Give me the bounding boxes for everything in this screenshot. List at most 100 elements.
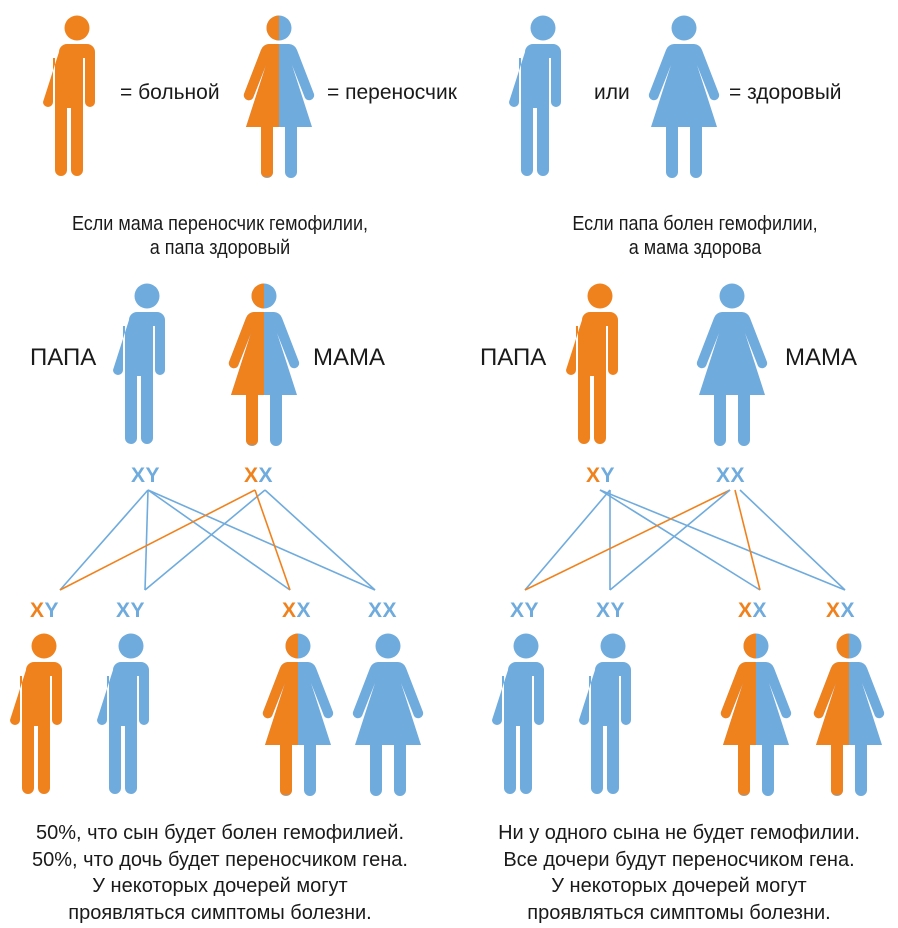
allele-y-healthy: Y: [524, 599, 540, 622]
figure-head: [64, 15, 90, 41]
line-right-mother-x-to-daughter2: [739, 489, 846, 591]
figure-head: [530, 15, 556, 41]
line-left-father-x-to-daughter1: [147, 489, 291, 591]
right-father-genotype: XY: [586, 465, 615, 486]
right-summary-line-3: У некоторых дочерей могут: [551, 875, 807, 898]
right-child-1-genotype: XY: [510, 600, 539, 621]
allele-x-sick: X: [244, 464, 259, 487]
right-child-1-figure: [492, 633, 544, 794]
line-right-father-xsick-to-daughter1: [599, 489, 761, 591]
right-caption-line-2: а мама здорова: [628, 237, 762, 259]
allele-x-healthy: X: [730, 464, 746, 487]
line-left-father-x-to-daughter2: [147, 489, 376, 591]
left-child-4-genotype: XX: [368, 600, 397, 621]
right-child-4-figure: [813, 633, 885, 796]
right-summary-line-4: проявляться симптомы болезни.: [527, 901, 831, 924]
left-mother-figure: [228, 283, 300, 446]
left-father-genotype: XY: [131, 465, 160, 486]
allele-x-healthy: X: [116, 599, 131, 622]
allele-x-healthy: X: [131, 464, 146, 487]
right-caption-line-1: Если папа болен гемофилии,: [572, 213, 818, 235]
legend-or-label: или: [594, 81, 630, 104]
figure-head: [251, 283, 264, 309]
figure-body: [696, 312, 768, 446]
line-right-father-xsick-to-daughter2: [599, 489, 846, 591]
figure-head: [719, 283, 745, 309]
figure-body: [492, 662, 544, 794]
right-summary: Ни у одного сына не будет гемофилии. Все…: [460, 820, 898, 926]
left-summary-line-1: 50%, что сын будет болен гемофилией.: [35, 822, 405, 844]
left-summary-line-4: проявляться симптомы болезни.: [68, 901, 372, 924]
left-father-figure: [113, 283, 165, 444]
allele-x-healthy: X: [596, 599, 611, 622]
allele-x-sick: X: [282, 599, 297, 622]
figure-head: [375, 633, 401, 659]
right-child-3-genotype: XX: [738, 600, 767, 621]
left-mother-label: МАМА: [313, 344, 385, 371]
figure-head: [587, 283, 613, 309]
left-child-4-figure: [352, 633, 424, 796]
figure-body: [352, 662, 424, 796]
right-summary-line-1: Ни у одного сына не будет гемофилии.: [498, 822, 860, 844]
figure-head: [743, 633, 756, 659]
figure-body: [228, 312, 264, 445]
figure-body: [10, 662, 62, 794]
right-summary-line-2: Все дочери будут переносчиком гена.: [503, 848, 855, 871]
right-mother-label: МАМА: [785, 344, 857, 371]
legend-male-healthy-icon: [509, 15, 561, 176]
allele-x-healthy: X: [752, 599, 768, 622]
figure-body: [648, 44, 720, 178]
figure-body: [579, 662, 631, 794]
line-left-mother-x-to-son2: [144, 489, 266, 591]
right-mother-figure: [696, 283, 768, 446]
figure-head: [266, 15, 279, 41]
legend-male-sick-icon: [43, 15, 95, 176]
line-left-father-y-to-son2: [144, 489, 149, 591]
left-father-label: ПАПА: [30, 344, 97, 371]
legend-carrier-label: = переносчик: [327, 81, 457, 104]
left-caption-line-1: Если мама переносчик гемофилии,: [71, 213, 369, 235]
figure-head: [134, 283, 160, 309]
allele-x-sick: X: [826, 599, 841, 622]
figure-body: [720, 662, 756, 795]
legend-female-healthy-icon: [648, 15, 720, 178]
left-child-1-figure: [10, 633, 62, 794]
legend-female-carrier-icon: [243, 15, 315, 178]
figure-body: [97, 662, 149, 794]
figure-body: [566, 312, 618, 444]
right-father-label: ПАПА: [480, 344, 547, 371]
figure-head: [513, 633, 539, 659]
line-right-mother-x-to-son2: [609, 489, 731, 591]
figure-head: [285, 633, 298, 659]
line-right-mother-x-to-daughter1: [734, 489, 761, 591]
allele-x-healthy: X: [716, 464, 731, 487]
left-caption-line-2: а папа здоровый: [149, 237, 291, 259]
left-summary: 50%, что сын будет болен гемофилией. 50%…: [0, 820, 440, 926]
figure-head: [118, 633, 144, 659]
figure-head: [836, 633, 849, 659]
allele-x-sick: X: [738, 599, 753, 622]
right-child-2-figure: [579, 633, 631, 794]
left-summary-line-2: 50%, что дочь будет переносчиком гена.: [32, 848, 408, 871]
figure-head: [671, 15, 697, 41]
left-mother-genotype: XX: [244, 465, 273, 486]
allele-x-sick: X: [586, 464, 601, 487]
line-left-mother-x-to-daughter2: [264, 489, 376, 591]
figure-body: [509, 44, 561, 176]
allele-x-healthy: X: [840, 599, 856, 622]
allele-x-healthy: X: [510, 599, 525, 622]
line-right-father-y-to-son1: [524, 489, 611, 591]
right-scenario-caption: Если папа болен гемофилии, а мама здоров…: [515, 212, 875, 260]
left-child-3-figure: [262, 633, 334, 796]
line-left-mother-xsick-to-daughter1: [254, 489, 291, 591]
allele-x-healthy: X: [258, 464, 274, 487]
allele-x-sick: X: [30, 599, 45, 622]
figure-body: [243, 44, 279, 177]
line-left-father-y-to-son1: [59, 489, 149, 591]
figure-head: [31, 633, 57, 659]
right-child-2-genotype: XY: [596, 600, 625, 621]
left-child-2-genotype: XY: [116, 600, 145, 621]
figure-body: [113, 312, 165, 444]
